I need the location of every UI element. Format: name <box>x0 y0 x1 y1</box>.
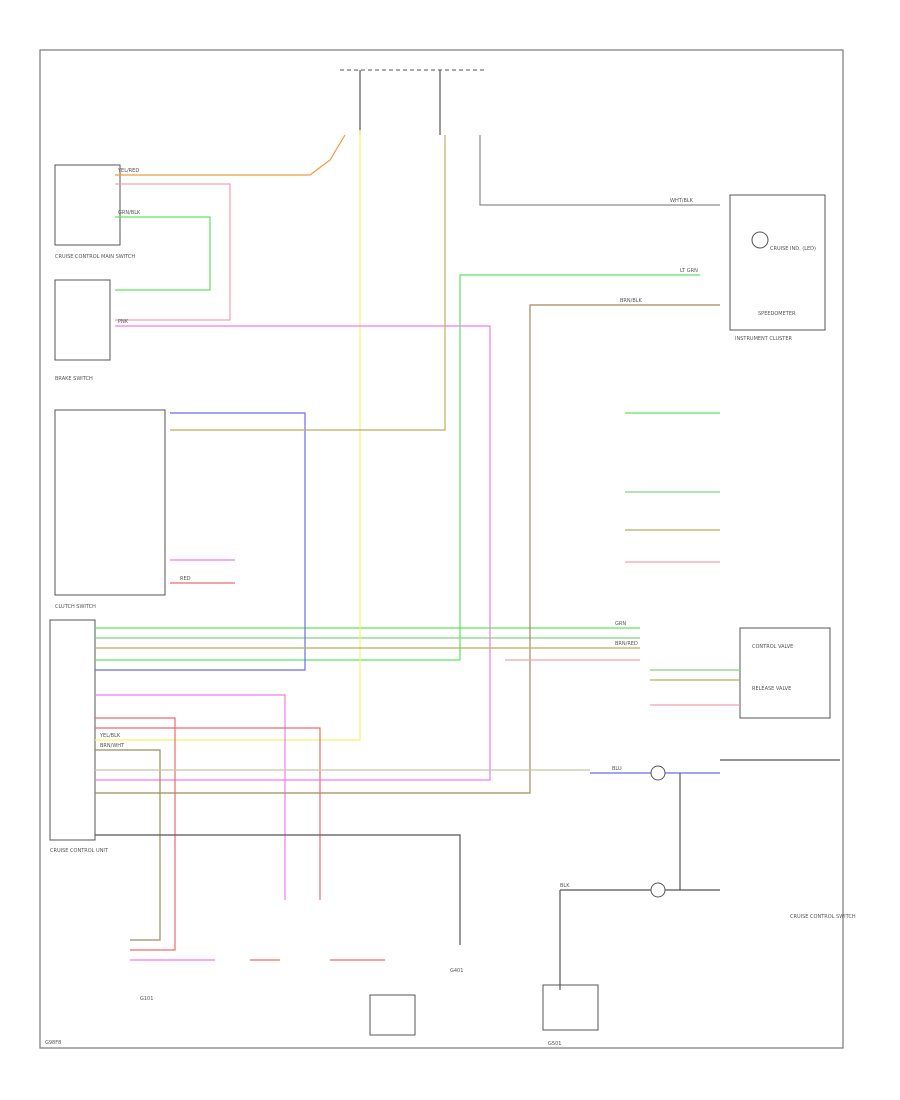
wire-magenta-a <box>95 325 491 781</box>
wire-light-pink <box>115 183 231 321</box>
wire-black-ground <box>95 834 461 945</box>
cruise-indicator-label: CRUISE IND. (LED) <box>770 246 816 252</box>
wire-label-grn-blk: GRN/BLK <box>118 210 141 216</box>
ground-g501: G501 <box>548 1041 561 1047</box>
release-valve-label: RELEASE VALVE <box>752 686 791 692</box>
wire-label-yel-blk: YEL/BLK <box>99 733 121 739</box>
wire-brown-b <box>95 749 161 941</box>
cruise-indicator-lamp <box>751 231 769 249</box>
wire-label-brn-blk: BRN/BLK <box>620 298 643 304</box>
wire-magenta-b <box>95 694 286 900</box>
brake-switch-box <box>54 279 111 361</box>
wire-label-lt-grn: LT GRN <box>680 268 698 274</box>
wire-label-yel-red: YEL/RED <box>117 168 139 174</box>
wire-red-a <box>95 717 176 951</box>
wire-label-brn-red: BRN/RED <box>615 641 638 647</box>
ground-g401: G401 <box>450 968 463 974</box>
cruise-control-unit-label: CRUISE CONTROL UNIT <box>50 848 109 854</box>
wire-gray-a <box>479 135 720 206</box>
wire-label-brn-wht: BRN/WHT <box>100 743 125 749</box>
brake-switch-label: BRAKE SWITCH <box>55 376 93 382</box>
clutch-switch-label: CLUTCH SWITCH <box>55 604 96 610</box>
wire-orange <box>115 134 346 176</box>
wire-green-a <box>115 216 211 291</box>
wire-label-pnk: PNK <box>118 319 129 325</box>
control-valve-label: CONTROL VALVE <box>752 644 793 650</box>
wire-yellow <box>95 130 361 741</box>
clutch-switch-box <box>54 409 166 596</box>
ground-g101: G101 <box>140 996 153 1002</box>
connector-lower <box>650 882 666 898</box>
wire-label-grn: GRN <box>615 621 626 627</box>
wire-red-b <box>95 727 321 900</box>
instrument-cluster-box <box>729 194 826 331</box>
bottom-mid-module-box <box>369 994 416 1036</box>
wire-brown <box>95 304 720 794</box>
wire-label-blu: BLU <box>612 766 622 772</box>
wire-label-wht-blk: WHT/BLK <box>670 198 694 204</box>
cruise-control-switch-label: CRUISE CONTROL SWITCH <box>790 914 856 920</box>
main-switch-label: CRUISE CONTROL MAIN SWITCH <box>55 254 135 260</box>
bottom-right-module-box <box>542 984 599 1031</box>
diagram-frame <box>39 49 844 1049</box>
cruise-control-unit-box <box>49 619 96 841</box>
wire-olive <box>170 135 446 431</box>
wire-label-red: RED <box>180 576 191 582</box>
wire-blue <box>95 412 306 671</box>
speedometer-label: SPEEDOMETER <box>758 311 796 317</box>
wire-green-b <box>459 274 700 660</box>
instrument-cluster-label: INSTRUMENT CLUSTER <box>735 336 793 342</box>
figure-code: G98F8 <box>45 1040 61 1046</box>
cruise-control-main-switch-box <box>54 164 121 246</box>
control-valve-box <box>739 627 831 719</box>
connector-upper <box>650 765 666 781</box>
wire-label-blk: BLK <box>560 883 570 889</box>
